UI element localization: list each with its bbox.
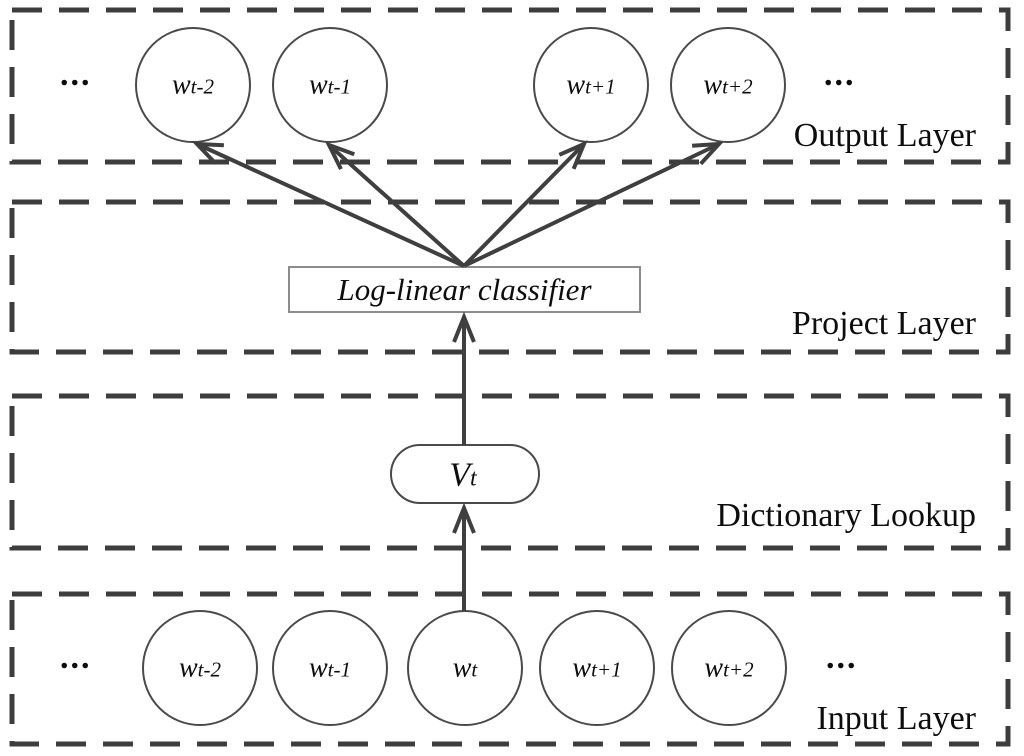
output-layer-box	[9, 7, 1011, 165]
output-node-wt+1-circle	[533, 27, 649, 143]
node-label-base: w	[704, 652, 724, 684]
node-label-base: V	[449, 456, 471, 494]
input-node-wt+2-circle	[671, 610, 787, 726]
node-label-base: w	[452, 652, 472, 684]
arrow-classifier-to-wt+2	[463, 141, 724, 268]
project-layer-box	[9, 199, 1011, 355]
node-label-sub: t-2	[190, 74, 215, 99]
node-label-sub: t	[470, 465, 477, 492]
node-label-sub: t	[471, 657, 478, 682]
arrow-classifier-to-wt+1	[462, 140, 588, 268]
input-node-wt-2-circle	[142, 610, 258, 726]
node-label-sub: t+2	[723, 657, 754, 682]
node-label-sub: t-1	[327, 74, 352, 99]
log-linear-classifier-box	[288, 266, 641, 313]
input-ellipsis-left: ...	[60, 639, 92, 676]
node-label-base: w	[572, 652, 592, 684]
output-ellipsis-left: ...	[60, 56, 92, 93]
node-label-base: w	[703, 69, 723, 101]
node-label-base: w	[566, 69, 586, 101]
arrow-classifier-to-wt-1	[324, 141, 466, 268]
input-layer-label: Input Layer	[816, 700, 976, 737]
output-ellipsis-right: ...	[824, 56, 856, 93]
output-layer-label: Output Layer	[793, 117, 976, 154]
input-ellipsis-right: ...	[826, 639, 858, 676]
dictionary-lookup-label: Dictionary Lookup	[716, 497, 976, 534]
node-label-sub: t+1	[591, 657, 622, 682]
log-linear-classifier-label: Log-linear classifier	[337, 271, 592, 307]
input-layer-box	[9, 591, 1011, 747]
node-label-sub: t-1	[327, 657, 352, 682]
node-label-sub: t-2	[197, 657, 222, 682]
dictionary-lookup-box	[9, 393, 1011, 551]
arrow-classifier-to-wt-2	[192, 141, 465, 268]
output-node-wt+2-circle	[670, 27, 786, 143]
project-layer-label: Project Layer	[791, 305, 976, 342]
node-label-base: w	[308, 652, 328, 684]
node-label-sub: t+1	[585, 74, 616, 99]
node-label-base: w	[308, 69, 328, 101]
node-label-base: w	[171, 69, 191, 101]
node-label-base: w	[178, 652, 198, 684]
node-label-sub: t+2	[722, 74, 753, 99]
input-node-wt-1-circle	[272, 610, 388, 726]
input-node-wt+1-circle	[539, 610, 655, 726]
